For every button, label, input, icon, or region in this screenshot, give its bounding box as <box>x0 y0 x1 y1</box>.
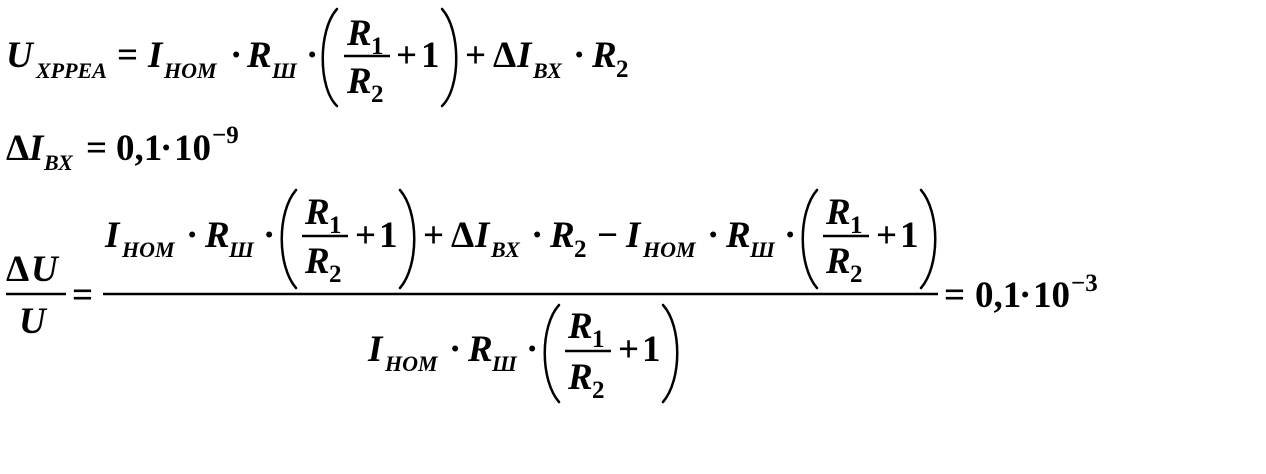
eq1-one: 1 <box>421 35 440 76</box>
eq1-I: I <box>147 35 164 76</box>
eq3-result-base: 10 <box>1033 275 1070 316</box>
eq3-lhs-den-U: U <box>19 301 48 342</box>
eq3-num-I-2: I <box>625 215 642 256</box>
eq1-delta-I: I <box>516 35 533 76</box>
eq3-num-R1-sub-2: 1 <box>850 212 863 239</box>
eq3-num-dot-2: · <box>263 215 275 256</box>
eq3-num-one-1: 1 <box>379 215 398 256</box>
eq3-den-R: R <box>467 329 493 370</box>
eq1-dot-1: · <box>230 35 242 76</box>
eq1-U: U <box>6 35 35 76</box>
equation-2: Δ I ВХ = 0,1 · 10 −9 <box>6 122 239 175</box>
eq3-num-dot-4: · <box>707 215 719 256</box>
eq1-delta: Δ <box>493 35 516 76</box>
eq1-dot-3: · <box>573 35 585 76</box>
eq3-result-value: 0,1 <box>975 275 1021 316</box>
eq3-den-one: 1 <box>642 329 661 370</box>
eq3-num-plus-3: + <box>876 215 897 256</box>
eq3-num-dot-3: · <box>531 215 543 256</box>
eq3-num-left-paren-1 <box>280 188 298 290</box>
eq3-den-sub-sh: Ш <box>491 351 518 376</box>
eq3-result-exp: −3 <box>1071 270 1098 297</box>
equation-3: Δ U U = I НОМ · R Ш · R 1 R 2 + 1 + Δ I … <box>6 188 1098 404</box>
eq3-den-R2-sub: 2 <box>592 377 605 404</box>
eq3-num-R: R <box>204 215 230 256</box>
eq3-num-sub-sh: Ш <box>228 237 255 262</box>
eq1-R2b: R <box>591 35 617 76</box>
eq3-num-left-paren-2 <box>801 188 819 290</box>
eq3-num-sub-vx: ВХ <box>490 237 521 262</box>
eq1-plus-1: + <box>396 35 417 76</box>
eq3-den-sub-nom: НОМ <box>384 351 439 376</box>
eq3-den-dot-1: · <box>449 329 461 370</box>
eq2-equals: = <box>86 128 107 169</box>
eq3-num-right-paren-2 <box>919 188 937 290</box>
eq2-I: I <box>28 128 45 169</box>
eq3-equals-2: = <box>944 275 965 316</box>
eq1-R2b-sub: 2 <box>616 56 629 83</box>
eq3-den-plus: + <box>618 329 639 370</box>
eq3-num-I: I <box>104 215 121 256</box>
eq3-den-R2: R <box>567 357 593 398</box>
eq3-num-R2b: R <box>549 215 575 256</box>
eq1-R: R <box>246 35 272 76</box>
eq3-den-left-paren <box>543 303 561 404</box>
eq3-equals-1: = <box>72 275 93 316</box>
eq2-dot: · <box>160 128 172 169</box>
eq3-num-R1-sub: 1 <box>329 212 342 239</box>
eq3-lhs-num-U: U <box>31 249 60 290</box>
eq1-R1: R <box>346 13 372 54</box>
eq3-num-R-2: R <box>725 215 751 256</box>
eq3-result-dot: · <box>1019 275 1031 316</box>
eq1-left-paren <box>321 7 339 108</box>
eq3-num-R1: R <box>304 192 330 233</box>
eq3-num-R2b-sub: 2 <box>574 236 587 263</box>
eq1-sub-xppea: ХРРЕА <box>35 58 107 83</box>
eq3-numerator: I НОМ · R Ш · R 1 R 2 + 1 + Δ I ВХ · R 2… <box>104 188 937 290</box>
eq1-sub-vx: ВХ <box>532 58 563 83</box>
eq1-right-paren <box>440 7 458 108</box>
eq1-R2-sub: 2 <box>371 81 384 108</box>
eq3-den-dot-2: · <box>526 329 538 370</box>
eq3-num-minus: − <box>597 215 618 256</box>
eq3-num-sub-sh-2: Ш <box>749 237 776 262</box>
eq3-den-R1: R <box>567 306 593 347</box>
eq3-num-R2: R <box>304 241 330 282</box>
eq3-num-R2-sub: 2 <box>329 261 342 288</box>
eq3-num-sub-nom-2: НОМ <box>642 237 697 262</box>
eq3-num-dot-5: · <box>784 215 796 256</box>
eq2-base: 10 <box>174 128 211 169</box>
eq3-den-right-paren <box>661 303 679 404</box>
eq1-R2: R <box>346 61 372 102</box>
eq3-num-delta: Δ <box>451 215 474 256</box>
eq3-num-dot-1: · <box>186 215 198 256</box>
eq1-sub-sh: Ш <box>271 58 298 83</box>
eq3-num-R2-2: R <box>825 241 851 282</box>
eq3-num-plus-2: + <box>423 215 444 256</box>
eq1-sub-nom: НОМ <box>163 58 218 83</box>
eq2-value: 0,1 <box>116 128 162 169</box>
eq3-lhs-delta: Δ <box>6 249 29 290</box>
eq3-denominator: I НОМ · R Ш · R 1 R 2 + 1 <box>367 303 679 404</box>
eq3-den-I: I <box>367 329 384 370</box>
eq3-num-sub-nom: НОМ <box>121 237 176 262</box>
eq3-num-one-2: 1 <box>900 215 919 256</box>
eq1-equals: = <box>117 35 138 76</box>
eq3-den-R1-sub: 1 <box>592 326 605 353</box>
eq3-num-R1-2: R <box>825 192 851 233</box>
eq3-num-right-paren-1 <box>398 188 416 290</box>
eq3-num-plus-1: + <box>355 215 376 256</box>
eq2-sub-vx: ВХ <box>43 150 74 175</box>
eq2-delta: Δ <box>6 128 29 169</box>
eq2-exp: −9 <box>212 122 239 149</box>
eq3-num-R2-sub-2: 2 <box>850 261 863 288</box>
eq3-num-delta-I: I <box>474 215 491 256</box>
eq1-dot-2: · <box>306 35 318 76</box>
eq1-plus-2: + <box>465 35 486 76</box>
equation-1: U ХРРЕА = I НОМ · R Ш · R 1 R 2 + 1 + Δ … <box>6 7 629 108</box>
eq1-R1-sub: 1 <box>371 33 384 60</box>
